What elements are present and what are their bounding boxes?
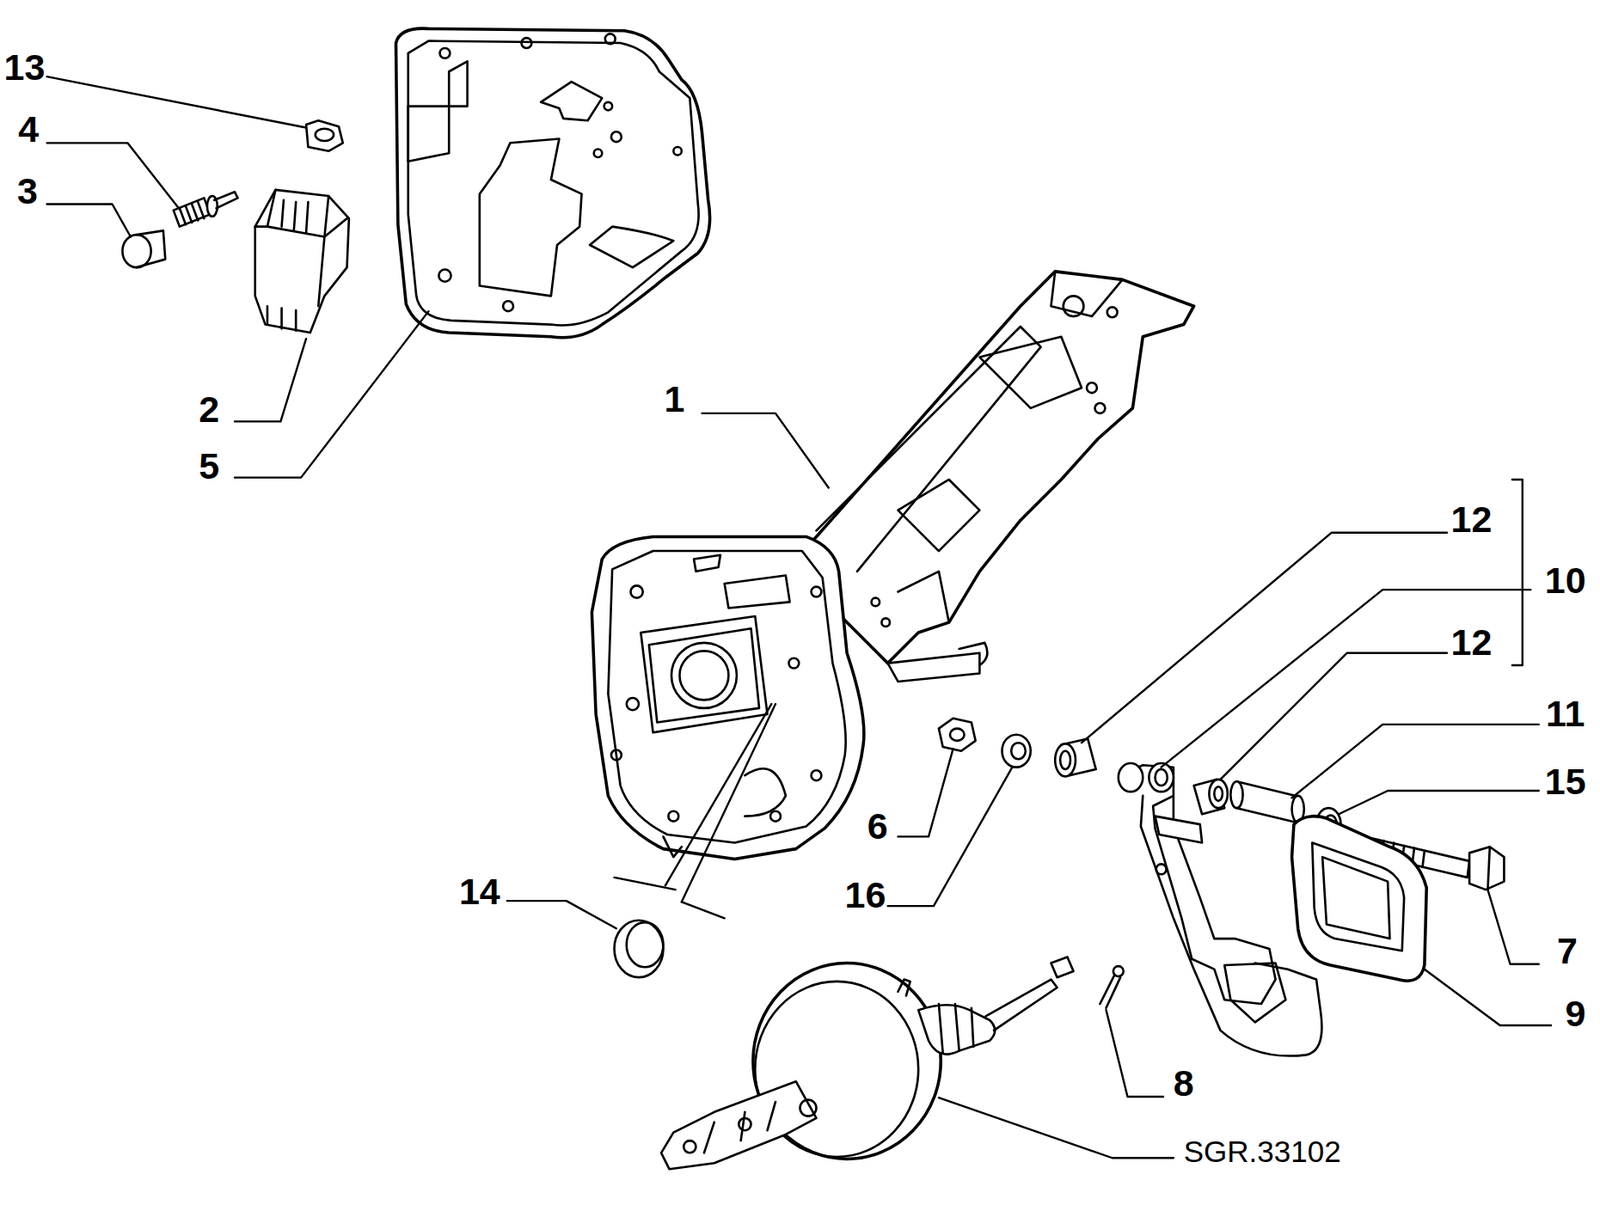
callout-number: 1 [664, 380, 686, 418]
callout-number: 14 [459, 873, 501, 911]
split-pin [1099, 966, 1123, 1009]
drawing-code: SGR.33102 [1183, 1135, 1342, 1166]
brake-booster [661, 956, 1073, 1170]
plug [613, 920, 663, 978]
switch-block [255, 190, 350, 333]
callout-number: 11 [1545, 694, 1585, 732]
nut [306, 120, 344, 152]
callout-number: 2 [198, 390, 220, 428]
pedal-pad [1292, 816, 1428, 982]
splined-pin [173, 191, 239, 227]
callout-number: 16 [845, 876, 887, 914]
callout-number: 4 [18, 110, 39, 148]
callout-number: 9 [1565, 994, 1587, 1032]
callout-number: 10 [1544, 562, 1587, 600]
cover-plate [396, 28, 711, 338]
callout-number: 6 [867, 808, 889, 846]
pivot-parts [938, 718, 1097, 778]
leader-lines [47, 76, 1551, 1159]
callout-number: 12 [1451, 501, 1493, 539]
callout-number: 3 [17, 171, 38, 209]
callout-number: 8 [1173, 1065, 1195, 1103]
callout-number: 7 [1557, 932, 1578, 970]
callout-number: 12 [1451, 623, 1493, 661]
cap [122, 230, 166, 268]
pedal-lever [1118, 763, 1323, 1057]
callout-number: 15 [1544, 763, 1587, 801]
pedal-bracket [591, 271, 1194, 860]
callout-number: 5 [198, 447, 220, 485]
callout-number: 13 [4, 49, 46, 86]
